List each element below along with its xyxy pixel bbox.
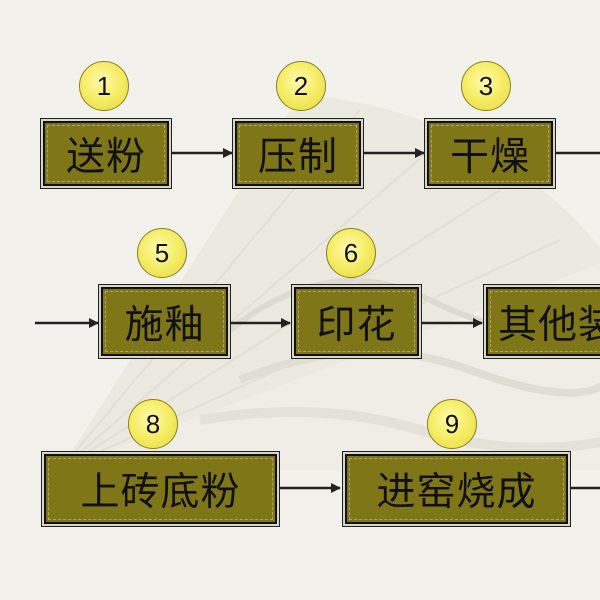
step-number-badge: 1 (79, 61, 129, 111)
step-box-ganzao: 干燥 (427, 121, 553, 186)
step-box-shiyou: 施釉 (101, 287, 228, 356)
step-number-badge: 9 (427, 399, 477, 449)
step-box-songfen: 送粉 (43, 121, 169, 186)
step-label: 干燥 (449, 134, 530, 180)
step-number: 6 (343, 237, 359, 268)
step-box-yinhua: 印花 (294, 287, 419, 356)
step-number-badge: 2 (276, 61, 326, 111)
step-label: 送粉 (65, 134, 146, 180)
step-label: 其他装饰 (498, 302, 600, 348)
step-label: 施釉 (124, 302, 205, 348)
step-number-badge: 3 (461, 61, 511, 111)
step-label: 压制 (257, 134, 338, 180)
step-label: 印花 (316, 302, 397, 348)
step-number-badge: 8 (128, 399, 178, 449)
step-label: 上砖底粉 (80, 470, 241, 515)
step-number: 2 (293, 70, 309, 101)
step-number: 1 (96, 70, 112, 101)
step-box-yazhi: 压制 (235, 121, 361, 186)
step-number: 8 (145, 408, 161, 439)
step-number: 5 (154, 237, 170, 268)
step-box-shangzhuandifen: 上砖底粉 (44, 454, 277, 524)
step-box-other-decoration: 其他装饰 (486, 287, 600, 356)
step-number-badge: 6 (326, 228, 376, 278)
step-box-jinyaoshaocheng: 进窑烧成 (345, 454, 568, 524)
step-number: 3 (478, 70, 494, 101)
step-label: 进窑烧成 (376, 470, 537, 515)
step-number-badge: 5 (137, 228, 187, 278)
step-number: 9 (444, 408, 460, 439)
